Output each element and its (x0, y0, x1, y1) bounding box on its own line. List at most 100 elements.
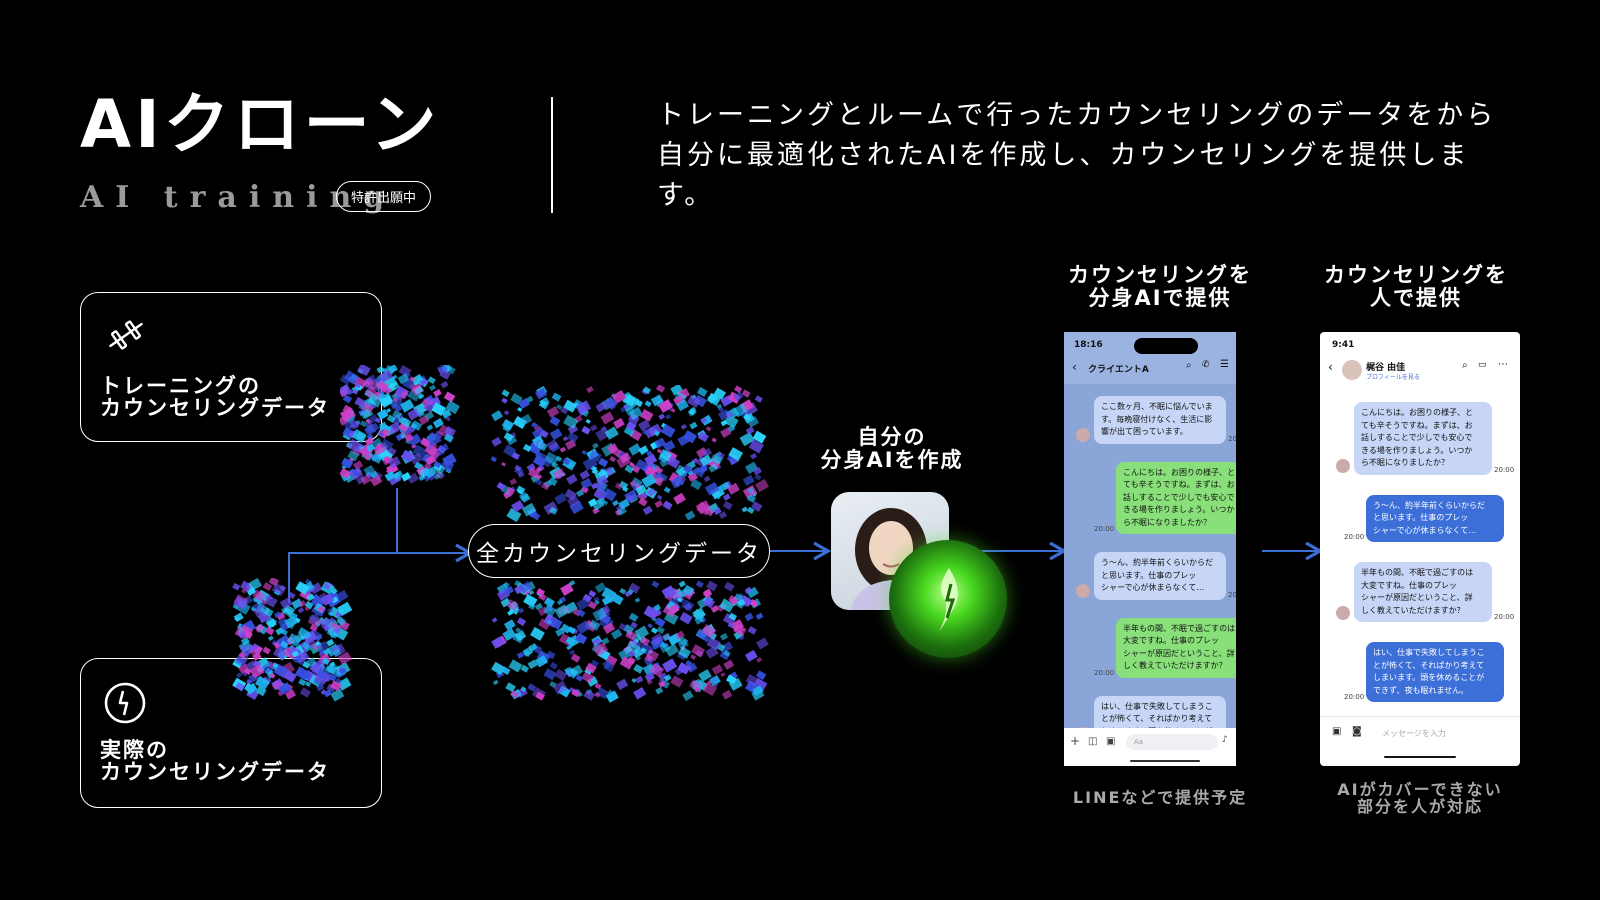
chat-bubble-line: こんにちは。お困りの様子、と (1361, 408, 1473, 417)
voxel (647, 606, 657, 616)
voxel (516, 617, 527, 627)
voxel (610, 628, 623, 640)
voxel (338, 667, 347, 676)
voxel (520, 664, 530, 673)
human-phone-heading-line1: カウンセリングを (1324, 263, 1508, 287)
voxel (367, 393, 383, 408)
voxel (628, 406, 643, 420)
voxel (633, 663, 644, 674)
voxel (704, 507, 714, 517)
voxel (576, 400, 592, 415)
voxel (544, 451, 560, 466)
voxel (235, 682, 246, 692)
voxel (733, 391, 744, 402)
mic-icon[interactable]: ♪ (1222, 735, 1228, 745)
camera-icon[interactable]: ◫ (1088, 736, 1098, 747)
voxel (702, 588, 713, 598)
voxel (518, 398, 530, 410)
ai-phone-heading-line1: カウンセリングを (1068, 263, 1252, 287)
voxel (654, 617, 666, 628)
voxel (654, 430, 660, 436)
profile-link[interactable]: プロフィールを見る (1366, 374, 1420, 381)
counselor-avatar[interactable] (1342, 360, 1362, 380)
human-message-input[interactable]: メッセージを入力 (1382, 729, 1446, 738)
video-call-icon[interactable]: ▭ (1478, 360, 1487, 370)
image-icon[interactable]: ▣ (1332, 726, 1342, 737)
voxel (503, 444, 517, 458)
voxel (576, 489, 585, 498)
voxel (531, 421, 539, 429)
voxel (260, 599, 268, 606)
voxel (685, 660, 693, 667)
training-box-label-line2: カウンセリングデータ (100, 396, 330, 420)
voxel (508, 659, 523, 673)
voxel (560, 623, 572, 634)
voxel (675, 630, 685, 640)
voxel (340, 467, 351, 479)
human-phone-heading-line2: 人で提供 (1370, 286, 1462, 310)
voxel (662, 658, 678, 673)
voxel (654, 500, 663, 508)
voxel (650, 394, 664, 407)
voxel (712, 453, 724, 464)
voxel (353, 376, 368, 390)
voxel (693, 394, 707, 408)
phone-call-icon[interactable]: ✆ (1202, 360, 1210, 370)
voxel (323, 689, 333, 698)
voxel (543, 604, 557, 617)
voxel (277, 617, 289, 628)
voxel (510, 393, 523, 405)
voxel (379, 423, 387, 432)
voxel (681, 599, 695, 612)
voxel (247, 644, 256, 652)
voxel (590, 424, 598, 432)
voxel (303, 631, 312, 640)
voxel (697, 431, 709, 443)
voxel (441, 409, 452, 419)
voxel (649, 662, 665, 678)
voxel (739, 431, 755, 447)
back-chevron-icon[interactable]: ‹ (1072, 360, 1077, 374)
voxel (546, 619, 553, 625)
search-icon[interactable]: ⌕ (1186, 360, 1192, 371)
voxel (343, 419, 356, 431)
voxel (728, 447, 744, 461)
voxel (408, 376, 416, 383)
voxel (400, 390, 409, 398)
voxel (683, 430, 697, 444)
more-icon[interactable]: ⋯ (1498, 359, 1508, 370)
voxel (746, 494, 757, 503)
chat-bubble-line: ても辛そうですね。まずは、お (1123, 480, 1235, 489)
actual-voxel-cube (232, 578, 352, 702)
dumbbell-icon (109, 320, 143, 350)
back-chevron-icon[interactable]: ‹ (1328, 360, 1333, 374)
ai-message-input[interactable]: Aa (1126, 734, 1218, 750)
voxel (627, 588, 634, 595)
chat-bubble-line: と思います。仕事のプレッ (1373, 513, 1469, 522)
image-icon[interactable]: ▣ (1106, 736, 1116, 747)
actual-box-label-line2: カウンセリングデータ (100, 760, 330, 784)
connector-actual (288, 543, 474, 603)
voxel (503, 432, 514, 442)
voxel (241, 670, 248, 677)
sticker-icon[interactable]: ◙ (1352, 726, 1362, 737)
voxel (721, 641, 734, 653)
voxel (425, 454, 437, 466)
voxel (600, 425, 607, 432)
voxel (425, 396, 433, 403)
voxel (411, 373, 424, 386)
voxel (255, 686, 267, 697)
actual-box-label-line1: 実際の (100, 738, 169, 762)
voxel (510, 689, 520, 699)
voxel (568, 649, 576, 656)
voxel (703, 475, 711, 483)
voxel (687, 472, 698, 482)
voxel (262, 582, 273, 591)
search-icon[interactable]: ⌕ (1462, 360, 1468, 371)
voxel (604, 426, 619, 440)
voxel (593, 596, 600, 603)
voxel (501, 389, 510, 398)
voxel (597, 497, 606, 506)
menu-icon[interactable]: ☰ (1220, 359, 1229, 370)
plus-icon[interactable]: + (1070, 734, 1081, 748)
